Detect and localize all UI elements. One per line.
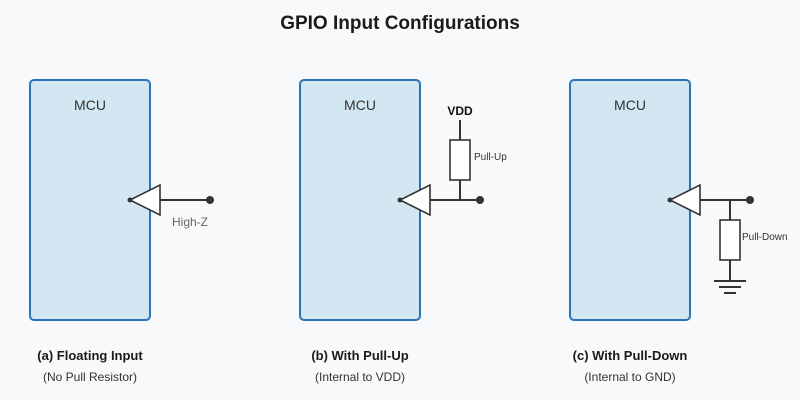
pull-up-resistor — [449, 139, 471, 181]
pull-down-resistor — [719, 219, 741, 261]
input-buffer-b — [398, 183, 431, 217]
caption-b: (b) With Pull-Up — [311, 348, 408, 363]
buffer-node-c — [667, 197, 673, 203]
caption-a: (a) Floating Input — [37, 348, 143, 363]
subcaption-c: (Internal to GND) — [584, 370, 675, 384]
subcaption-b: (Internal to VDD) — [315, 370, 405, 384]
mcu-label-c: MCU — [614, 97, 646, 113]
pull-down-label: Pull-Down — [742, 232, 788, 243]
pin-terminal-a — [206, 196, 214, 204]
pull-up-label: Pull-Up — [474, 152, 507, 163]
mcu-label-a: MCU — [74, 97, 106, 113]
pin-terminal-b — [476, 196, 484, 204]
caption-c: (c) With Pull-Down — [573, 348, 688, 363]
ground-icon — [714, 280, 746, 294]
vdd-label: VDD — [447, 104, 473, 118]
diagram-title: GPIO Input Configurations — [280, 13, 520, 34]
high-z-label: High-Z — [172, 215, 208, 229]
panel-floating-input: MCU High-Z (a) Floating Input (No Pull R… — [29, 79, 214, 384]
buffer-node-a — [127, 197, 133, 203]
input-buffer-a — [128, 183, 161, 217]
mcu-label-b: MCU — [344, 97, 376, 113]
subcaption-a: (No Pull Resistor) — [43, 370, 137, 384]
input-buffer-c — [668, 183, 701, 217]
panel-pull-down: MCU Pull-Down (c) With Pull-Down (Intern… — [569, 79, 788, 384]
buffer-node-b — [397, 197, 403, 203]
pin-terminal-c — [746, 196, 754, 204]
panel-pull-up: MCU VDD Pull-Up (b) With Pull-Up (Intern… — [299, 79, 507, 384]
